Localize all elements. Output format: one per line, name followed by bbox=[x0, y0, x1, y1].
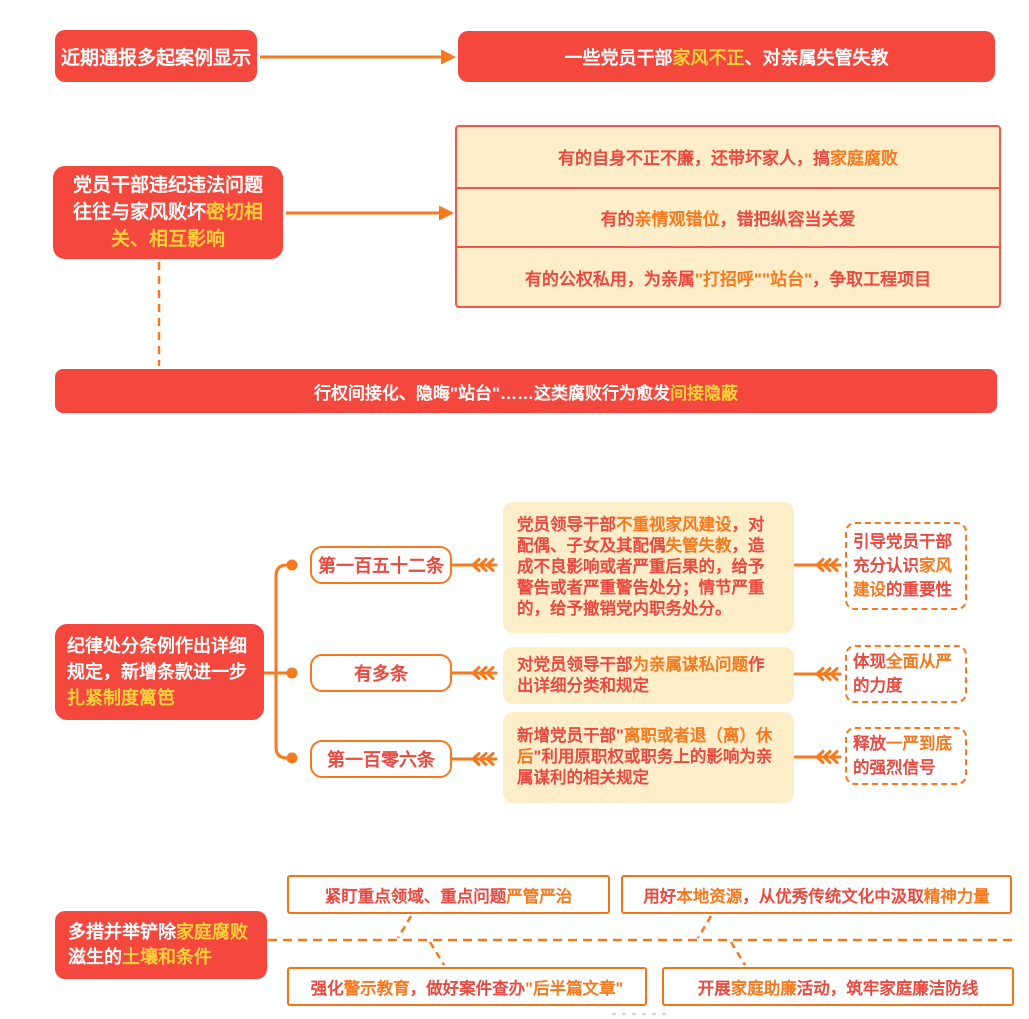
clause-detail-box: 党员领导干部不重视家风建设，对配偶、子女及其配偶失管失教，造成不良影响或者严重后… bbox=[503, 502, 794, 633]
clause-152-box: 第一百五十二条 bbox=[310, 546, 452, 584]
conclusion-box: 行权间接化、隐晦"站台"……这类腐败行为愈发间接隐蔽 bbox=[55, 369, 997, 413]
measure-box: 强化警示教育，做好案件查办"后半篇文章" bbox=[287, 967, 647, 1006]
example-text: 有的公权私用，为亲属"打招呼""站台"，争取工程项目 bbox=[524, 269, 932, 289]
examples-table: 有的自身不正不廉，还带坏家人，搞家庭腐败 有的亲情观错位，错把纵容当关爱 有的公… bbox=[455, 125, 1001, 308]
bracket-dot bbox=[286, 752, 298, 764]
measure-box: 开展家庭助廉活动，筑牢家庭廉洁防线 bbox=[662, 967, 1014, 1006]
clause-detail-box: 新增党员干部"离职或者退（离）休后"利用原职权或职务上的影响为亲属谋利的相关规定 bbox=[503, 712, 794, 803]
chevron-link bbox=[450, 558, 498, 766]
example-text: 有的亲情观错位，错把纵容当关爱 bbox=[600, 209, 856, 229]
bracket-dot bbox=[286, 559, 298, 571]
regulation-box: 纪律处分条例作出详细规定，新增条款进一步扎紧制度篱笆 bbox=[55, 624, 264, 720]
arrow-source-to-finding bbox=[260, 49, 456, 65]
finding-box: 一些党员干部家风不正、对亲属失管失教 bbox=[458, 31, 995, 82]
example-row: 有的公权私用，为亲属"打招呼""站台"，争取工程项目 bbox=[457, 246, 999, 306]
example-text: 有的自身不正不廉，还带坏家人，搞家庭腐败 bbox=[558, 149, 898, 169]
clause-multi-box: 有多条 bbox=[310, 654, 452, 692]
measure-box: 用好本地资源，从优秀传统文化中汲取精神力量 bbox=[621, 875, 1012, 914]
effect-box: 体现全面从严的力度 bbox=[845, 645, 967, 703]
arrow-cause-to-examples bbox=[286, 205, 454, 221]
cause-box: 党员干部违纪违法问题往往与家风败坏密切相关、相互影响 bbox=[53, 166, 283, 259]
measure-box: 紧盯重点领域、重点问题严管严治 bbox=[287, 875, 610, 914]
example-row: 有的亲情观错位，错把纵容当关爱 bbox=[457, 186, 999, 247]
measures-links bbox=[268, 915, 1014, 966]
clause-detail-box: 对党员领导干部为亲属谋私问题作出详细分类和规定 bbox=[503, 647, 794, 704]
branch-bracket bbox=[264, 559, 298, 764]
chevron-link bbox=[792, 558, 842, 764]
effect-box: 引导党员干部充分认识家风建设的重要性 bbox=[845, 522, 967, 610]
example-row: 有的自身不正不廉，还带坏家人，搞家庭腐败 bbox=[457, 127, 999, 187]
clause-106-box: 第一百零六条 bbox=[310, 740, 452, 778]
case-source-box: 近期通报多起案例显示 bbox=[55, 30, 257, 82]
effect-box: 释放一严到底的强烈信号 bbox=[845, 727, 967, 785]
bracket-dot bbox=[286, 667, 298, 679]
measures-box: 多措并举铲除家庭腐败滋生的土壤和条件 bbox=[55, 911, 267, 979]
